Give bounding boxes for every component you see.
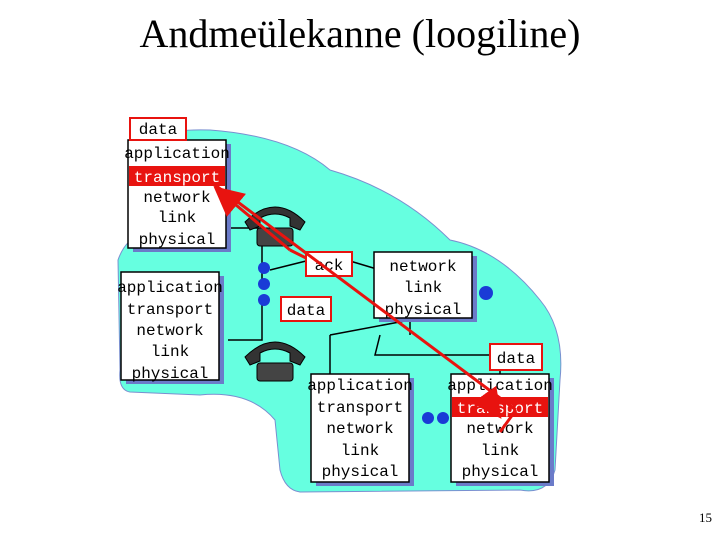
layer-link: link — [158, 209, 196, 227]
slide-title: Andmeülekanne (loogiline) — [139, 11, 581, 56]
layer-application: application — [307, 377, 413, 395]
network-nodes — [258, 262, 493, 424]
svg-text:data: data — [497, 350, 536, 368]
layer-transport: transport — [127, 301, 213, 319]
protocol-stack-router: network link physical — [373, 251, 477, 322]
layer-link: link — [404, 279, 442, 297]
layer-physical: physical — [139, 231, 216, 249]
layer-link: link — [151, 343, 189, 361]
layer-network: network — [136, 322, 203, 340]
layer-transport: transport — [457, 400, 543, 418]
protocol-stack-left: application transport network link physi… — [117, 271, 224, 384]
layer-application: application — [124, 145, 230, 163]
layer-network: network — [466, 420, 533, 438]
layer-link: link — [481, 442, 519, 460]
layer-network: network — [389, 258, 456, 276]
layer-application: application — [447, 377, 553, 395]
svg-text:ack: ack — [315, 257, 344, 275]
svg-text:data: data — [287, 302, 326, 320]
protocol-stack-top-left: data application transport network link … — [124, 117, 231, 252]
ack-arrow-back — [213, 186, 291, 252]
layer-physical: physical — [385, 301, 462, 319]
layer-physical: physical — [462, 463, 539, 481]
layer-transport: transport — [134, 169, 220, 187]
data-label-box — [129, 117, 187, 141]
protocol-stack-bottom-center: application transport network link physi… — [307, 373, 414, 486]
ack-label: ack — [305, 251, 353, 277]
layer-application: application — [117, 279, 223, 297]
layer-network: network — [143, 189, 210, 207]
data-arrow-forward — [214, 183, 517, 412]
layer-network: network — [326, 420, 393, 438]
data-label-right: data — [489, 343, 543, 371]
data-label-middle: data — [280, 296, 332, 322]
data-flow-arrows — [213, 183, 518, 433]
layer-link: link — [341, 442, 379, 460]
telephone-icon — [244, 341, 306, 382]
layer-physical: physical — [132, 365, 209, 383]
page-number: 15 — [699, 510, 712, 525]
layer-physical: physical — [322, 463, 399, 481]
data-label-top: data — [139, 121, 178, 139]
layer-transport: transport — [317, 399, 403, 417]
